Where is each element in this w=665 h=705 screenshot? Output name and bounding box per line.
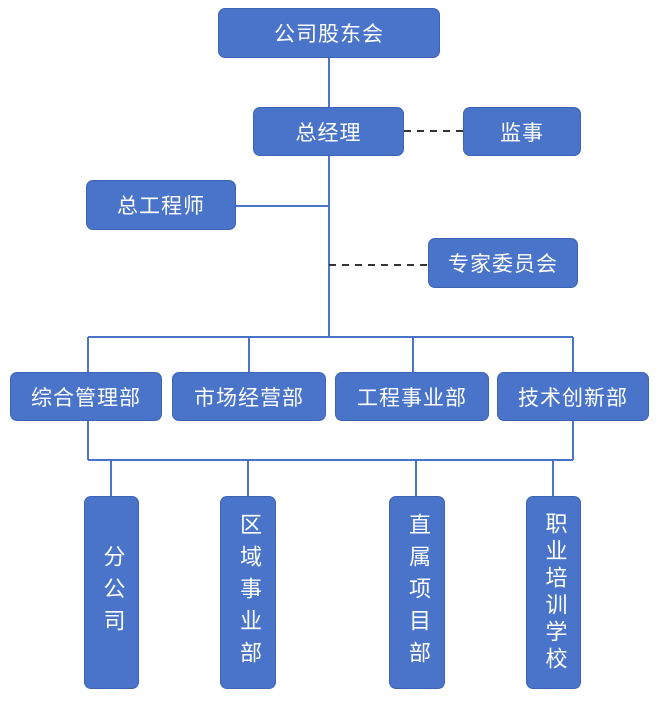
node-department: 综合管理部 [10,372,162,421]
node-shareholders-meeting: 公司股东会 [218,8,440,58]
node-label: 市场经营部 [194,385,304,410]
node-supervisor: 监事 [463,107,581,156]
node-label: 直属项目部 [405,512,430,673]
node-label: 分公司 [99,544,125,641]
node-unit: 职业培训学校 [526,496,581,689]
node-unit: 直属项目部 [389,496,445,689]
node-label: 总工程师 [117,194,205,218]
node-department: 技术创新部 [497,372,649,421]
node-unit: 分公司 [84,496,139,689]
node-label: 区域事业部 [236,512,261,673]
node-label: 职业培训学校 [541,511,567,674]
node-label: 技术创新部 [518,385,628,410]
node-label: 公司股东会 [274,22,384,46]
node-department: 市场经营部 [172,372,326,421]
node-expert-committee: 专家委员会 [428,238,578,288]
node-general-manager: 总经理 [253,107,404,156]
node-label: 综合管理部 [31,385,141,410]
node-department: 工程事业部 [335,372,489,421]
node-unit: 区域事业部 [220,496,276,689]
node-label: 专家委员会 [448,252,558,276]
node-label: 总经理 [295,120,362,145]
node-label: 工程事业部 [357,385,467,410]
node-label: 监事 [500,120,544,145]
node-chief-engineer: 总工程师 [86,180,236,230]
